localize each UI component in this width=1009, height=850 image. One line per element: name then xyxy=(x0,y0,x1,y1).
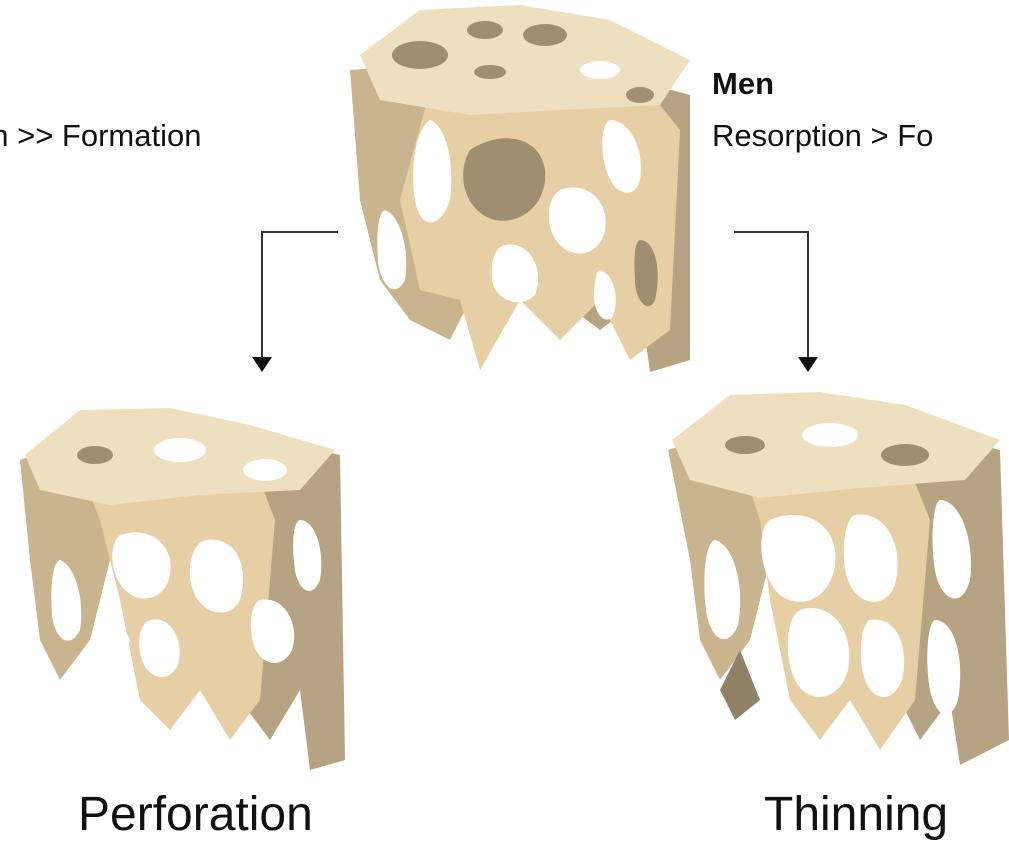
bone-normal-illustration xyxy=(350,5,690,372)
women-resorption-text: on >> Formation xyxy=(0,118,201,154)
bone-thinning-illustration xyxy=(668,392,1009,765)
men-resorption-text: Resorption > Fo xyxy=(712,118,933,154)
perforation-label: Perforation xyxy=(78,787,313,842)
men-heading: Men xyxy=(712,66,774,102)
arrow-to-perforation xyxy=(252,232,338,372)
arrow-to-thinning xyxy=(734,232,818,372)
thinning-label: Thinning xyxy=(764,787,948,842)
bone-perforation-illustration xyxy=(20,408,345,770)
